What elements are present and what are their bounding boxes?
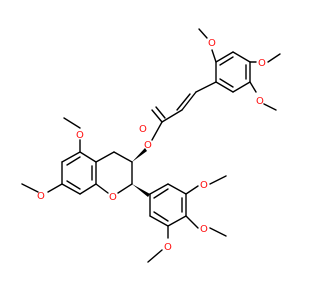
oxygen-atom-label: O — [208, 38, 216, 49]
stereo-wedge-c3 — [132, 148, 147, 162]
oxygen-atom-label: O — [200, 224, 208, 235]
chroman-benzo-ring — [61, 151, 97, 195]
chroman-pyran-ring — [95, 151, 133, 194]
oxygen-atom-label: O — [76, 130, 84, 141]
bottom-ring-methoxy-groups — [147, 175, 227, 263]
molecule-canvas: O O O O O O O — [21, 28, 281, 263]
oxygen-atom-label: O — [258, 58, 266, 69]
chroman-methoxy-groups — [21, 117, 81, 193]
structure-diagram: O O O O O O O — [21, 28, 281, 263]
oxygen-atom-label: O — [256, 96, 264, 107]
stereo-wedge-c2 — [132, 184, 150, 197]
oxygen-atom-label: O — [37, 191, 45, 202]
top-aryl-ring — [215, 51, 251, 93]
ester-oxygen-label: O — [144, 140, 152, 151]
carbonyl-oxygen-label: O — [139, 124, 147, 135]
bottom-aryl-ring — [149, 183, 187, 227]
oxygen-atom-label: O — [200, 180, 208, 191]
ring-oxygen-label: O — [109, 192, 117, 203]
oxygen-atom-label: O — [164, 242, 172, 253]
acrylate-linker — [151, 81, 217, 141]
top-ring-methoxy-groups — [198, 28, 281, 111]
